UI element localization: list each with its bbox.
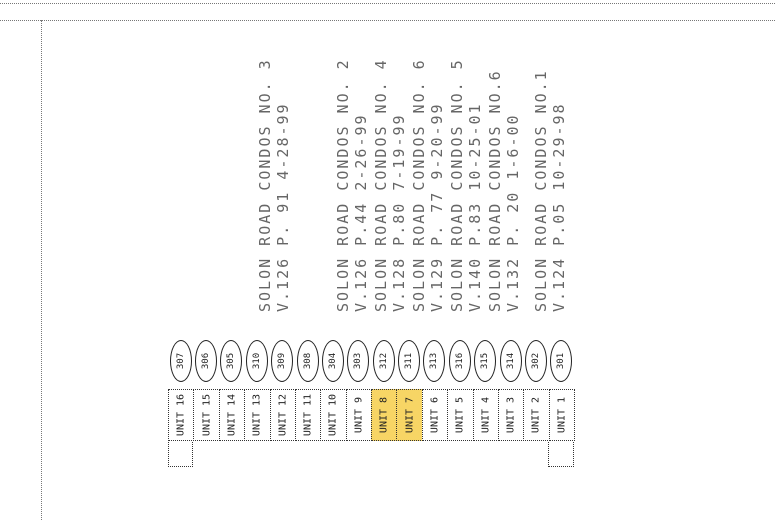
unit-label: UNIT 9 — [353, 396, 365, 434]
unit-cell: UNIT 14 — [218, 389, 246, 441]
address-oval: 313 — [423, 340, 446, 382]
unit-1-extension — [548, 440, 574, 467]
address-number: 310 — [251, 352, 262, 370]
address-number: 313 — [429, 352, 440, 370]
address-oval: 315 — [474, 340, 497, 382]
address-number: 316 — [454, 352, 465, 370]
unit-cell: UNIT 10 — [320, 389, 347, 441]
address-number: 315 — [480, 352, 491, 370]
address-number: 305 — [226, 352, 237, 370]
address-oval: 312 — [372, 340, 395, 382]
address-number: 311 — [404, 352, 415, 370]
unit-label: UNIT 15 — [201, 393, 213, 437]
address-oval: 311 — [398, 340, 421, 382]
address-number: 312 — [378, 352, 389, 370]
address-oval: 307 — [169, 340, 192, 382]
top-border-line — [0, 3, 775, 4]
unit-cell: UNIT 8 — [371, 389, 398, 441]
note-no6-line1: SOLON ROAD CONDOS NO. 6 — [410, 58, 428, 312]
address-number: 307 — [175, 352, 186, 370]
address-number: 309 — [277, 352, 288, 370]
address-number: 314 — [505, 352, 516, 370]
note-no3-line1: SOLON ROAD CONDOS NO. 3 — [256, 58, 274, 312]
unit-label: UNIT 8 — [378, 396, 390, 434]
note-no1-line2: V.124 P.05 10-29-98 — [550, 102, 568, 312]
address-oval: 303 — [347, 340, 370, 382]
unit-label: UNIT 6 — [429, 396, 441, 434]
unit-label: UNIT 14 — [226, 393, 238, 437]
note-no6-line2: V.129 P. 77 9-20-99 — [428, 102, 446, 312]
note-no2-line1: SOLON ROAD CONDOS NO. 2 — [334, 58, 352, 312]
address-oval: 316 — [448, 340, 471, 382]
address-oval: 304 — [321, 340, 344, 382]
address-oval: 314 — [499, 340, 522, 382]
unit-label: UNIT 11 — [302, 393, 314, 437]
address-oval: 308 — [296, 340, 319, 382]
address-oval: 301 — [550, 340, 573, 382]
address-oval: 306 — [195, 340, 218, 382]
unit-cell: UNIT 1 — [548, 389, 575, 441]
unit-label: UNIT 10 — [327, 393, 339, 437]
unit-label: UNIT 2 — [530, 396, 542, 434]
address-oval: 310 — [245, 340, 268, 382]
note-no5-line2: V.140 P.83 10-25-01 — [466, 102, 484, 312]
unit-label: UNIT 13 — [251, 393, 263, 437]
unit-label: UNIT 12 — [277, 393, 289, 437]
address-oval: 309 — [271, 340, 294, 382]
address-number: 301 — [556, 352, 567, 370]
address-number: 306 — [201, 352, 212, 370]
address-number: 302 — [530, 352, 541, 370]
note-no4-line1: SOLON ROAD CONDOS NO. 4 — [372, 58, 390, 312]
unit-cell: UNIT 5 — [447, 389, 474, 441]
address-oval: 305 — [220, 340, 243, 382]
unit-cell: UNIT 6 — [421, 389, 449, 441]
unit-label: UNIT 1 — [556, 396, 568, 434]
address-number: 303 — [353, 352, 364, 370]
unit-cell: UNIT 2 — [523, 389, 550, 441]
header-divider-line — [0, 20, 775, 21]
note-no4-line2: V.128 P.80 7-19-99 — [390, 113, 408, 312]
note-no6b-line1: SOLON ROAD CONDOS NO.6 — [486, 69, 504, 312]
unit-cell: UNIT 13 — [244, 389, 271, 441]
address-number: 304 — [327, 352, 338, 370]
unit-cell: UNIT 4 — [472, 389, 499, 441]
address-oval: 302 — [524, 340, 547, 382]
unit-cell: UNIT 7 — [396, 389, 423, 441]
unit-label: UNIT 16 — [175, 393, 187, 437]
note-no3-line2: V.126 P. 91 4-28-99 — [274, 102, 292, 312]
unit-cell: UNIT 11 — [294, 389, 322, 441]
note-no6b-line2: V.132 P. 20 1-6-00 — [504, 113, 522, 312]
address-number: 308 — [302, 352, 313, 370]
unit-label: UNIT 5 — [454, 396, 466, 434]
unit-label: UNIT 3 — [505, 396, 517, 434]
unit-cell: UNIT 9 — [345, 389, 372, 441]
unit-16-extension — [168, 440, 193, 467]
left-margin-line — [41, 20, 42, 520]
note-no1-line1: SOLON ROAD CONDOS NO.1 — [532, 69, 550, 312]
unit-label: UNIT 4 — [480, 396, 492, 434]
note-no2-line2: V.126 P.44 2-26-99 — [352, 113, 370, 312]
note-no5-line1: SOLON ROAD CONDOS NO. 5 — [448, 58, 466, 312]
unit-cell: UNIT 16 — [168, 389, 195, 441]
unit-cell: UNIT 15 — [193, 389, 220, 441]
unit-label: UNIT 7 — [404, 396, 416, 434]
unit-cell: UNIT 3 — [497, 389, 525, 441]
unit-cell: UNIT 12 — [269, 389, 296, 441]
